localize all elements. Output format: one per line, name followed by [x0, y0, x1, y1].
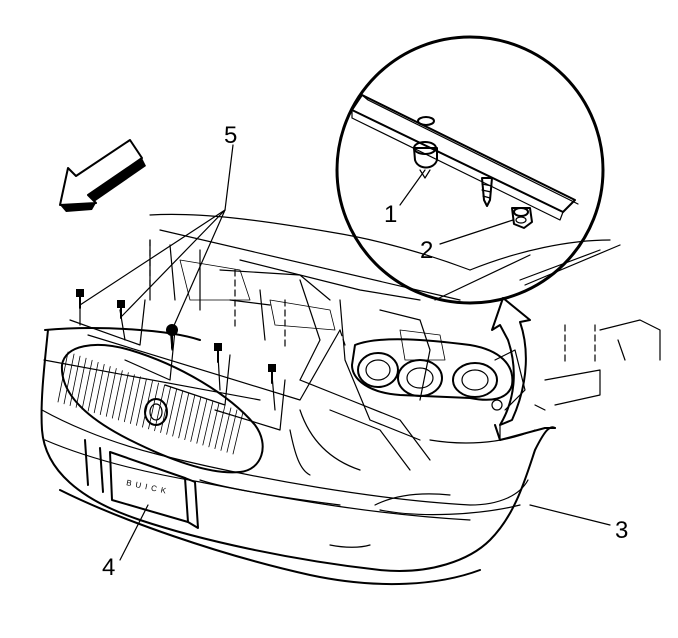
removal-direction-arrow-icon [491, 297, 531, 426]
headlamp-assembly [351, 338, 526, 411]
bumper-fascia [40, 327, 556, 586]
grille-bar [123, 374, 135, 423]
fastener-icon [76, 289, 84, 309]
grille-bar [202, 401, 214, 446]
grille-bar [178, 392, 190, 439]
grille-bar [130, 376, 141, 424]
callout-1: 1 [384, 201, 397, 228]
clip-nut-icon [511, 207, 533, 229]
fastener-icon [214, 343, 222, 363]
radiator-support [149, 213, 661, 471]
detail-view [335, 35, 621, 305]
push-nut-icon [413, 116, 438, 179]
grille-bar [117, 372, 129, 421]
grille [57, 344, 264, 474]
callout-leaders [79, 144, 611, 561]
grille-bar [111, 370, 123, 419]
callout-4: 4 [102, 554, 115, 581]
grille-bar [232, 411, 244, 455]
grille-bar [75, 357, 87, 408]
grille-bar [57, 351, 69, 403]
grille-bar [99, 366, 111, 415]
fastener-icon [166, 324, 178, 349]
grille-bar [148, 382, 159, 430]
grille-bar [81, 359, 93, 410]
grille-bar [63, 353, 75, 405]
fastener-icon [117, 300, 125, 319]
grille-bar [196, 399, 208, 444]
grille-bar [226, 409, 238, 453]
callout-3: 3 [615, 517, 628, 544]
grille-bar [105, 368, 117, 417]
grille-bar [190, 397, 202, 442]
fastener-icon [268, 364, 276, 384]
grille-bar [184, 395, 196, 441]
grille-bar [172, 390, 184, 437]
grille-bar [87, 361, 99, 412]
license-plate-bracket: BUICK [84, 439, 199, 529]
bracket-lines [69, 239, 601, 441]
forward-direction-arrow-icon [59, 139, 146, 212]
callout-5: 5 [224, 122, 237, 149]
grille-bar [154, 384, 165, 432]
screw-icon [481, 177, 493, 207]
grille-bar [166, 388, 178, 435]
fasteners [76, 289, 276, 384]
grille-bar [136, 378, 147, 426]
grille-bar [93, 364, 105, 414]
grille-bar [160, 386, 171, 433]
badge-text: BUICK [125, 478, 170, 496]
grille-bar [69, 355, 81, 406]
callout-2: 2 [420, 237, 433, 264]
